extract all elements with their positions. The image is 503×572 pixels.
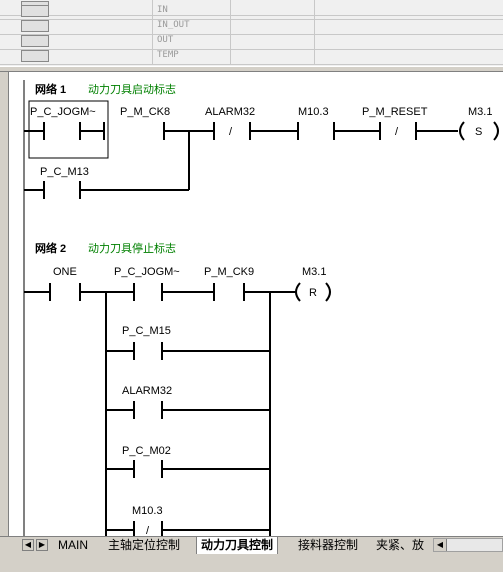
tab-prev-icon[interactable]: ◀ (22, 539, 34, 551)
var-row[interactable]: IN (0, 4, 503, 20)
contact-label[interactable]: P_C_M13 (40, 166, 89, 178)
scroll-left-icon[interactable]: ◀ (434, 539, 447, 551)
tab-spindle-positioning[interactable]: 主轴定位控制 (108, 538, 181, 552)
contact-label[interactable]: M10.3 (132, 505, 163, 517)
row-selector[interactable] (21, 35, 49, 47)
coil-left-bracket (459, 121, 465, 141)
contact-label[interactable]: P_C_M15 (122, 325, 171, 337)
coil-left-bracket (295, 282, 301, 302)
var-type: TEMP (157, 50, 179, 60)
coil-label[interactable]: M3.1 (302, 266, 326, 278)
contact-label[interactable]: M10.3 (298, 106, 329, 118)
contact-label[interactable]: P_C_JOGM~ (30, 106, 96, 118)
tab-strip: ◀ ▶ MAIN 主轴定位控制 动力刀具控制 接料器控制 夹紧、放 (0, 536, 503, 554)
selection-box (28, 100, 109, 159)
status-bar (0, 554, 503, 572)
coil-op: R (309, 287, 317, 299)
contact-label[interactable]: P_M_RESET (362, 106, 428, 118)
var-row[interactable]: OUT (0, 34, 503, 50)
var-type: OUT (157, 35, 174, 45)
ladder-editor[interactable] (0, 72, 503, 536)
coil-op: S (475, 126, 482, 138)
coil-right-bracket (325, 282, 331, 302)
editor-margin (0, 72, 9, 536)
contact-label[interactable]: P_M_CK9 (204, 266, 254, 278)
network-2-comment: 动力刀具停止标志 (88, 241, 176, 255)
tab-clamp[interactable]: 夹紧、放 (376, 538, 425, 552)
splitter[interactable] (0, 66, 503, 72)
tab-power-tool-control[interactable]: 动力刀具控制 (196, 537, 279, 554)
row-selector[interactable] (21, 50, 49, 62)
contact-label[interactable]: ALARM32 (122, 385, 172, 397)
tab-main[interactable]: MAIN (58, 538, 88, 552)
negation-mark: / (229, 126, 233, 138)
contact-label[interactable]: ONE (53, 266, 77, 278)
contact-label[interactable]: P_C_M02 (122, 445, 171, 457)
horizontal-scrollbar[interactable]: ◀ (433, 538, 503, 552)
ladder-diagram[interactable]: 网络 1 动力刀具启动标志 P_C_JOGM~ P_M_CK8 ALARM32 … (0, 0, 503, 536)
row-selector[interactable] (21, 5, 49, 17)
coil-label[interactable]: M3.1 (468, 106, 492, 118)
contact-label[interactable]: P_M_CK8 (120, 106, 170, 118)
row-selector[interactable] (21, 20, 49, 32)
network-1-header: 网络 1 (35, 82, 66, 96)
tab-receiver-control[interactable]: 接料器控制 (298, 538, 359, 552)
var-row[interactable]: IN_OUT (0, 19, 503, 35)
variable-table: IN IN_OUT OUT TEMP (0, 0, 503, 66)
network-2-header: 网络 2 (35, 241, 66, 255)
contact-label[interactable]: ALARM32 (205, 106, 255, 118)
var-type: IN_OUT (157, 20, 190, 30)
contact-label[interactable]: P_C_JOGM~ (114, 266, 180, 278)
coil-right-bracket (493, 121, 499, 141)
tab-next-icon[interactable]: ▶ (36, 539, 48, 551)
network-1-comment: 动力刀具启动标志 (88, 82, 176, 96)
var-type: IN (157, 5, 168, 15)
negation-mark: / (146, 525, 150, 536)
negation-mark: / (395, 126, 399, 138)
var-row[interactable]: TEMP (0, 49, 503, 65)
